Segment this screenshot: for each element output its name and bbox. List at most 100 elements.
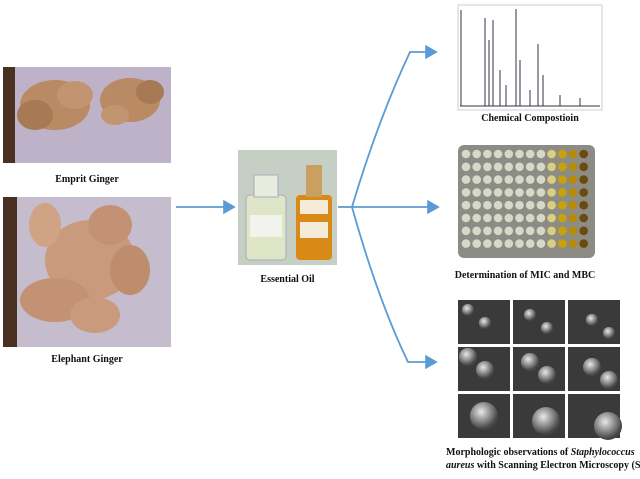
- plate-well: [493, 188, 503, 197]
- plate-well: [536, 200, 546, 210]
- essential-oil-photo: [238, 150, 337, 265]
- plate-well: [515, 239, 524, 248]
- bacterium-cell: [462, 304, 474, 316]
- plate-well: [579, 226, 588, 236]
- plate-well: [493, 162, 503, 172]
- plate-well: [515, 162, 524, 172]
- plate-well: [461, 188, 471, 197]
- plate-well: [536, 213, 546, 223]
- plate-well: [525, 149, 535, 159]
- plate-well: [536, 239, 546, 248]
- plate-well: [558, 226, 567, 236]
- plate-well: [515, 188, 524, 197]
- plate-well: [525, 239, 535, 248]
- plate-well: [472, 226, 482, 236]
- plate-well: [483, 200, 492, 210]
- plate-well: [483, 188, 492, 197]
- sem-label-text-2: with Scanning Electron Microscopy (SEM): [476, 460, 640, 471]
- bacterium-cell: [521, 353, 539, 371]
- plate-well: [536, 226, 546, 236]
- plate-well: [504, 213, 514, 223]
- plate-well: [472, 213, 482, 223]
- sem-label-species: Staphylococcus: [570, 447, 635, 458]
- bacterium-cell: [538, 366, 556, 384]
- plate-well: [504, 226, 514, 236]
- plate-well: [504, 149, 514, 159]
- plate-well: [568, 226, 578, 236]
- bacterium-cell: [603, 327, 615, 339]
- emprit-ginger-photo: [3, 67, 171, 163]
- plate-well: [525, 213, 535, 223]
- plate-well: [579, 188, 588, 197]
- plate-well: [493, 239, 503, 248]
- plate-well: [483, 239, 492, 248]
- plate-well: [525, 175, 535, 184]
- plate-well: [483, 213, 492, 223]
- bacterium-cell: [476, 361, 494, 379]
- plate-well: [472, 200, 482, 210]
- plate-well: [558, 162, 567, 172]
- sem-label-text: Morphologic observations of: [446, 447, 571, 458]
- plate-well: [483, 226, 492, 236]
- plate-well: [515, 200, 524, 210]
- plate-well: [493, 200, 503, 210]
- plate-well: [547, 200, 556, 210]
- bacterium-cell: [524, 309, 536, 321]
- plate-well: [568, 213, 578, 223]
- plate-well: [461, 149, 471, 159]
- bacterium-cell: [600, 371, 618, 389]
- arrow-to-sem: [351, 206, 438, 370]
- plate-well: [547, 239, 556, 248]
- elephant-ginger-photo: [3, 197, 171, 347]
- plate-well: [558, 213, 567, 223]
- plate-well: [547, 188, 556, 197]
- plate-well: [504, 162, 514, 172]
- plate-well: [568, 149, 578, 159]
- plate-well: [472, 188, 482, 197]
- plate-well: [515, 175, 524, 184]
- plate-well: [504, 175, 514, 184]
- plate-well: [536, 175, 546, 184]
- plate-well: [483, 162, 492, 172]
- plate-well: [472, 149, 482, 159]
- chromatogram-image: [457, 4, 603, 111]
- plate-well: [579, 200, 588, 210]
- plate-well: [558, 149, 567, 159]
- bacterium-cell: [479, 317, 491, 329]
- plate-well: [504, 200, 514, 210]
- plate-well: [579, 213, 588, 223]
- plate-well: [579, 239, 588, 248]
- plate-well: [558, 239, 567, 248]
- plate-well: [493, 213, 503, 223]
- sem-images-grid: [458, 300, 622, 440]
- plate-well: [568, 175, 578, 184]
- bacterium-cell: [594, 412, 622, 440]
- plate-well: [461, 175, 471, 184]
- essential-oil-label: Essential Oil: [260, 274, 315, 285]
- plate-well: [461, 239, 471, 248]
- plate-well: [504, 239, 514, 248]
- emprit-ginger-label: Emprit Ginger: [55, 174, 119, 185]
- plate-well: [472, 175, 482, 184]
- plate-well: [525, 162, 535, 172]
- bacterium-cell: [586, 314, 598, 326]
- plate-well: [493, 226, 503, 236]
- sem-label-species-2: aureus: [446, 460, 475, 471]
- plate-well: [525, 188, 535, 197]
- plate-well: [547, 175, 556, 184]
- plate-well: [579, 149, 588, 159]
- mic-plate-image: [458, 145, 595, 258]
- plate-well: [461, 162, 471, 172]
- arrow-to-chemical: [351, 44, 438, 208]
- plate-well: [461, 213, 471, 223]
- bacterium-cell: [541, 322, 553, 334]
- plate-well: [525, 200, 535, 210]
- plate-well: [472, 239, 482, 248]
- plate-well: [493, 175, 503, 184]
- plate-well: [558, 175, 567, 184]
- plate-well: [547, 213, 556, 223]
- plate-well: [568, 239, 578, 248]
- plate-well: [547, 226, 556, 236]
- plate-well: [461, 226, 471, 236]
